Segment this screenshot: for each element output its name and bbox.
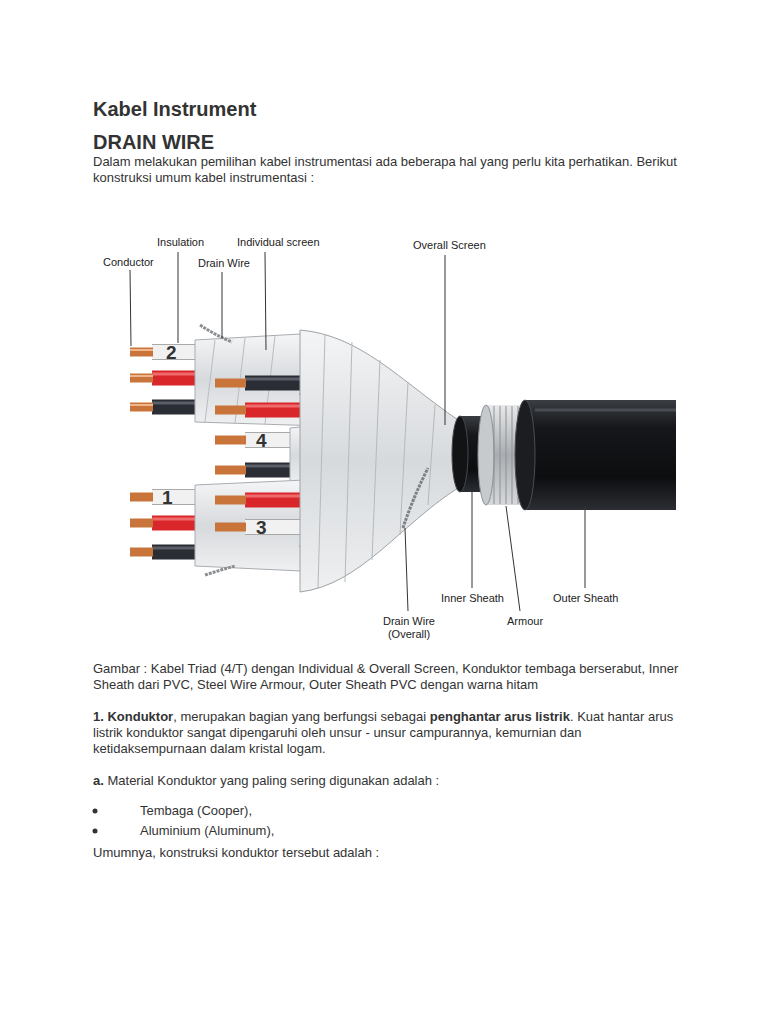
paragraph: 1. Konduktor, merupakan bagian yang berf… <box>93 709 693 757</box>
item-marker: a. <box>93 773 104 788</box>
part-label: Drain Wire <box>198 257 250 270</box>
paragraph: Umumnya, konstruksi konduktor tersebut a… <box>93 845 379 861</box>
page-title: Kabel Instrument <box>93 97 256 122</box>
callout-number: 2 <box>166 341 177 365</box>
callout-number: 4 <box>256 429 267 453</box>
bullet <box>93 809 98 814</box>
leader-line <box>130 252 585 611</box>
part-label: Conductor <box>103 256 154 269</box>
outer-sheath <box>515 400 676 510</box>
bullet <box>93 829 98 834</box>
paragraph-text: , merupakan bagian yang berfungsi sebaga… <box>173 709 426 724</box>
part-label: Inner Sheath <box>441 592 504 605</box>
callout-number: 1 <box>162 486 173 510</box>
overall-screen <box>300 330 458 592</box>
part-label: Insulation <box>157 236 204 249</box>
part-label: Drain Wire (Overall) <box>376 615 442 641</box>
drain-wire <box>403 468 428 528</box>
part-label: Armour <box>507 615 543 628</box>
wire-group <box>215 379 312 410</box>
term: penghantar arus listrik <box>430 709 570 724</box>
part-label: Individual screen <box>237 236 320 249</box>
callout-number: 3 <box>256 516 267 540</box>
term: 1. Konduktor <box>93 709 173 724</box>
figure-caption: Gambar : Kabel Triad (4/T) dengan Indivi… <box>93 661 693 693</box>
screen-wrap <box>318 334 435 588</box>
list-item: Tembaga (Cooper), <box>140 803 252 819</box>
paragraph: a.Material Konduktor yang paling sering … <box>93 773 693 789</box>
part-label: Outer Sheath <box>553 592 618 605</box>
paragraph: Dalam melakukan pemilihan kabel instrume… <box>93 154 693 186</box>
part-label: Overall Screen <box>413 239 486 252</box>
section-heading: DRAIN WIRE <box>93 130 214 155</box>
paragraph-text: Material Konduktor yang paling sering di… <box>107 773 439 788</box>
list-item: Aluminium (Aluminum), <box>140 823 274 839</box>
